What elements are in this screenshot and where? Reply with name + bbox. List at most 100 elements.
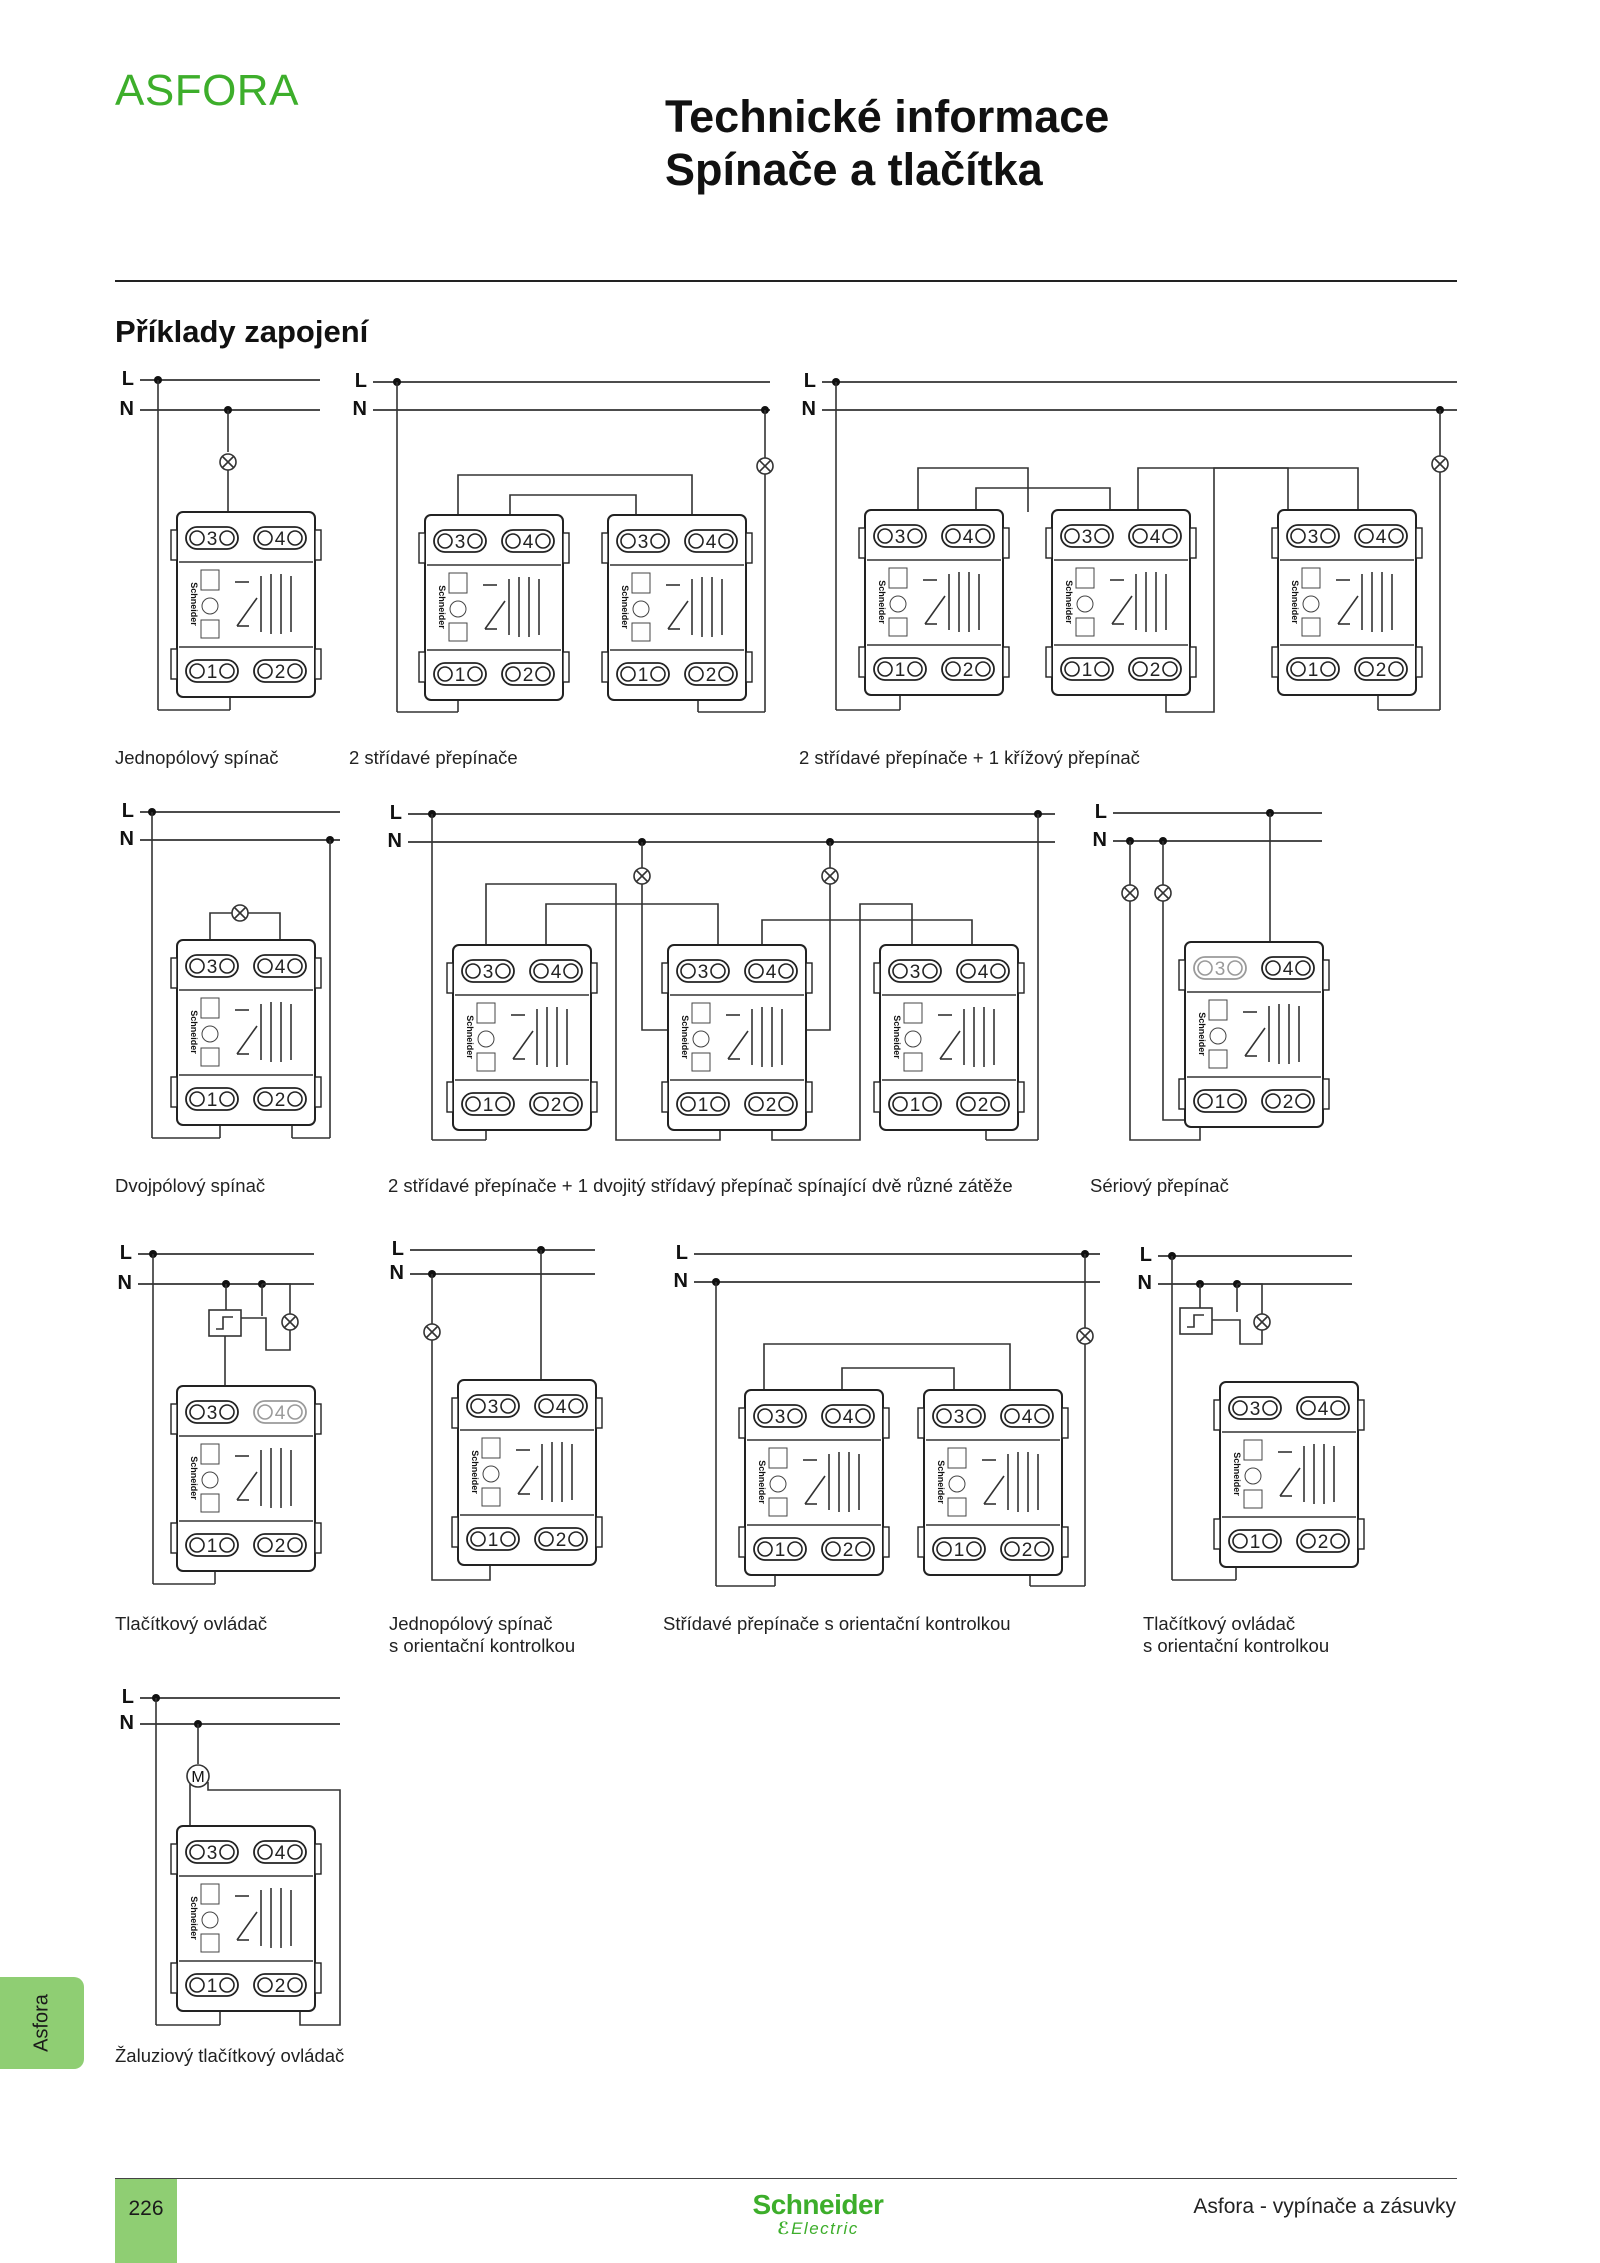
terminal-screw-icon	[855, 1541, 871, 1557]
terminal-label: 2	[275, 1536, 286, 1557]
terminal-label: 1	[207, 1090, 218, 1111]
line-label-l: L	[122, 368, 134, 390]
terminal-screw-icon	[855, 1408, 871, 1424]
approval-mark-icon	[1302, 595, 1320, 613]
terminal-screw-icon	[650, 533, 666, 549]
terminal-screw-icon	[975, 661, 991, 677]
terminal-label: 2	[978, 1095, 989, 1116]
terminal-screw	[433, 662, 487, 686]
ce-mark-icon	[888, 567, 908, 589]
switch-body	[879, 944, 1019, 1131]
switch-body	[176, 1385, 316, 1572]
switch-tab	[1178, 1078, 1186, 1110]
terminal-screw-icon	[680, 1096, 696, 1112]
terminal-screw-icon	[535, 666, 551, 682]
switch-tab	[1322, 1078, 1330, 1110]
terminal-screw-icon	[505, 666, 521, 682]
terminal-label: 3	[207, 1843, 218, 1864]
terminal-screw-icon	[287, 663, 303, 679]
terminal-screw	[744, 959, 798, 983]
switch-tab	[314, 1522, 322, 1554]
wire	[763, 1343, 1011, 1390]
terminal-screw	[956, 1092, 1010, 1116]
terminal-label: 2	[275, 662, 286, 683]
switch-tab	[661, 962, 669, 994]
terminal-screw-icon	[189, 1844, 205, 1860]
caption-two-way-indicator: Střídavé přepínače s orientační kontrolk…	[663, 1613, 1011, 1634]
terminal-screw-icon	[1358, 661, 1374, 677]
caption-single-pole-indicator: Jednopólový spínač s orientační kontrolk…	[389, 1613, 575, 1657]
terminal-screw	[529, 1092, 583, 1116]
terminal-screw	[1261, 1089, 1315, 1113]
ce-mark-icon	[947, 1447, 967, 1469]
terminal-label: 3	[954, 1407, 965, 1428]
manufacturer-mark: Schneider	[892, 1015, 902, 1059]
caption-series: Sériový přepínač	[1090, 1175, 1229, 1196]
rating-mark-icon	[768, 1497, 788, 1517]
side-tab-asfora: Asfora	[0, 1977, 84, 2069]
switch-tab	[446, 1081, 454, 1113]
switch-tab	[882, 1407, 890, 1439]
switch-tab	[873, 1081, 881, 1113]
terminal-screw-icon	[1064, 661, 1080, 677]
terminal-screw-icon	[287, 530, 303, 546]
terminal-screw	[185, 1087, 239, 1111]
terminal-screw-icon	[966, 1408, 982, 1424]
switch-tab	[601, 651, 609, 683]
terminal-screw-icon	[1262, 1533, 1278, 1549]
relay-icon	[1179, 1307, 1213, 1335]
terminal-screw	[185, 1533, 239, 1557]
rating-mark-icon	[1301, 617, 1321, 637]
terminal-screw	[888, 959, 942, 983]
switch-tab	[314, 1076, 322, 1108]
terminal-screw-icon	[1320, 528, 1336, 544]
terminal-label: 2	[556, 1530, 567, 1551]
manufacturer-mark: Schneider	[437, 585, 447, 629]
switch-mechanism	[873, 944, 1025, 1131]
terminal-screw	[956, 959, 1010, 983]
switch-tab	[1189, 527, 1197, 559]
wire	[975, 487, 1111, 512]
terminal-label: 1	[698, 1095, 709, 1116]
approval-mark-icon	[201, 597, 219, 615]
line-label-n: N	[120, 1712, 134, 1734]
terminal-screw-icon	[1265, 960, 1281, 976]
terminal-screw-icon	[219, 1404, 235, 1420]
lamp-icon	[1123, 886, 1137, 900]
terminal-label: 2	[1022, 1540, 1033, 1561]
terminal-screw-icon	[936, 1541, 952, 1557]
line-label-l: L	[1095, 801, 1107, 823]
terminal-label: 2	[843, 1540, 854, 1561]
contact-symbol	[983, 1475, 1005, 1505]
contact-symbol	[236, 597, 258, 627]
switch-mechanism	[917, 1389, 1069, 1576]
terminal-screw	[253, 1087, 307, 1111]
terminal-screw-icon	[257, 1977, 273, 1993]
terminal-screw-icon	[1262, 1400, 1278, 1416]
motor-icon	[186, 1764, 210, 1788]
terminal-screw-icon	[778, 1096, 794, 1112]
terminal-screw-icon	[1295, 1093, 1311, 1109]
wire	[771, 903, 913, 1141]
terminal-screw-icon	[710, 1096, 726, 1112]
switch-body	[1219, 1381, 1359, 1568]
switch-tab	[170, 529, 178, 561]
switch-tab	[601, 532, 609, 564]
terminal-screw	[616, 662, 670, 686]
switch-tab	[1002, 527, 1010, 559]
terminal-label: 4	[843, 1407, 854, 1428]
approval-mark-icon	[1209, 1027, 1227, 1045]
terminal-screw-icon	[1232, 1533, 1248, 1549]
terminal-screw-icon	[1227, 960, 1243, 976]
switch-tab	[451, 1397, 459, 1429]
terminal-screw	[529, 959, 583, 983]
wire	[1212, 1319, 1263, 1345]
caption-pushbutton-indicator: Tlačítkový ovládač s orientační kontrolk…	[1143, 1613, 1329, 1657]
terminal-screw-icon	[500, 1398, 516, 1414]
relay-icon	[208, 1309, 242, 1337]
terminal-screw-icon	[470, 1398, 486, 1414]
ce-mark-icon	[1208, 999, 1228, 1021]
ce-mark-icon	[200, 997, 220, 1019]
switch-tab	[745, 532, 753, 564]
